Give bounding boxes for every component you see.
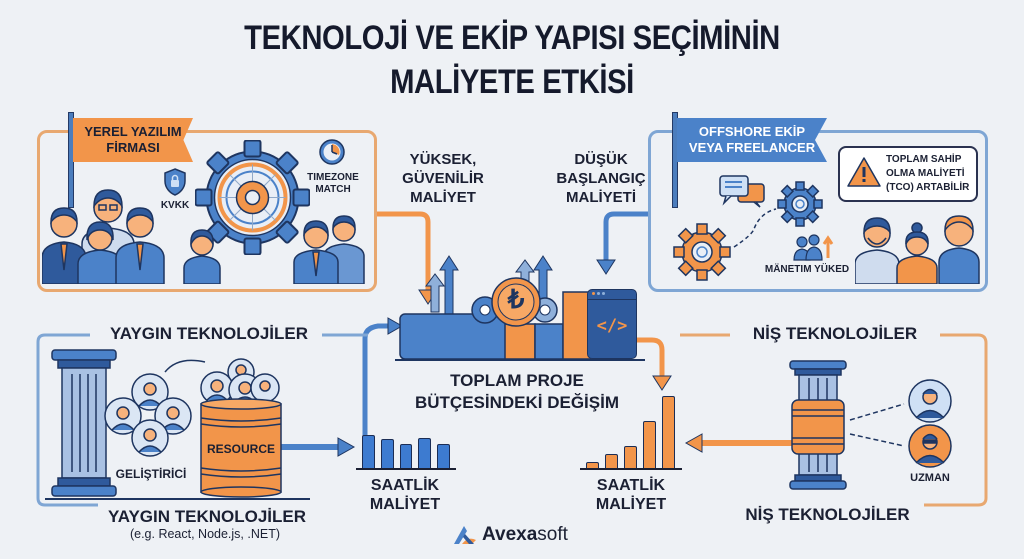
code-symbol: </>	[596, 316, 628, 336]
chart-bar	[418, 438, 432, 468]
resource-label: RESOURCE	[206, 442, 275, 456]
chart-bar	[586, 462, 599, 468]
low-cost-label: DÜŞÜK BAŞLANGIÇ MALİYETİ	[546, 150, 656, 207]
common-tech-heading-bottom: YAYGIN TEKNOLOJİLER	[92, 507, 322, 527]
developer-label: GELİŞTİRİCİ	[115, 467, 187, 481]
kvkk-label: KVKK	[160, 200, 190, 211]
local-team-flag: YEREL YAZILIM FİRMASI	[73, 118, 193, 162]
chat-bubbles-icon	[719, 175, 765, 208]
chart-bar	[605, 454, 618, 468]
baseline-divider	[45, 498, 310, 500]
tco-warning-text: TOPLAM SAHİP OLMA MALİYETİ (TCO) ARTABİL…	[886, 153, 976, 195]
budget-graphic	[395, 255, 645, 361]
timezone-line2: MATCH	[315, 184, 351, 195]
budget-change-label: TOPLAM PROJE BÜTÇESİNDEKİ DEĞİŞİM	[392, 370, 642, 414]
low-cost-line1: DÜŞÜK	[574, 151, 628, 168]
chart-bar	[437, 444, 450, 468]
chart-bar	[662, 396, 675, 468]
logo-text: Avexasoft	[482, 524, 568, 546]
budget-label-line2: BÜTÇESİNDEKİ DEĞİŞİM	[414, 393, 620, 412]
timezone-line1: TIMEZONE	[307, 172, 359, 183]
shield-lock-icon	[164, 168, 186, 196]
developer-group-icon	[104, 373, 192, 457]
timezone-label: TIMEZONE MATCH	[306, 172, 360, 196]
page-title-line2: MALİYETE ETKİSİ	[390, 63, 634, 101]
local-team-flag-line1: YEREL YAZILIM	[84, 124, 182, 139]
resource-barrel-icon	[200, 358, 282, 498]
code-window-icon: </>	[587, 289, 637, 359]
warning-line1: TOPLAM SAHİP	[886, 154, 962, 165]
offshore-flag-line1: OFFSHORE EKİP	[698, 124, 806, 139]
avexasoft-logo: Avexasoft	[452, 521, 582, 549]
high-cost-label: YÜKSEK, GÜVENİLİR MALİYET	[398, 150, 488, 207]
common-tech-heading-top: YAYGIN TEKNOLOJİLER	[98, 322, 320, 346]
management-load-icon	[793, 234, 834, 261]
niche-chart-label: SAATLİK MALİYET	[576, 476, 686, 514]
chart-bar	[624, 446, 637, 468]
high-cost-line1: YÜKSEK,	[409, 151, 477, 168]
expert-label: UZMAN	[910, 472, 950, 484]
common-tech-examples: (e.g. React, Node.js, .NET)	[129, 527, 281, 541]
tco-warning-box: TOPLAM SAHİP OLMA MALİYETİ (TCO) ARTABİL…	[838, 146, 978, 202]
chart-bar	[362, 435, 375, 468]
niche-chart-label-line1: SAATLİK	[596, 477, 666, 494]
orange-gear-icon	[673, 223, 731, 281]
common-chart-label-line2: MALİYET	[369, 496, 441, 513]
warning-line3: (TCO) ARTABİLİR	[886, 182, 970, 193]
local-team-people-right-icon	[293, 215, 365, 284]
logo-brand-bold: Avexa	[482, 524, 538, 545]
pillar-icon	[51, 349, 117, 497]
pillar-barrel-icon	[789, 360, 847, 490]
common-chart-label: SAATLİK MALİYET	[350, 476, 460, 514]
high-cost-line2: GÜVENİLİR	[402, 170, 484, 187]
gear-network-icon	[195, 140, 310, 255]
logo-mark-icon	[454, 526, 476, 544]
low-cost-line2: BAŞLANGIÇ	[556, 170, 646, 187]
low-cost-line3: MALİYETİ	[566, 189, 636, 206]
local-team-panel	[37, 130, 377, 292]
warning-line2: OLMA MALİYETİ	[886, 168, 965, 179]
expert-avatars-icon	[908, 379, 952, 468]
common-hourly-cost-chart	[356, 420, 456, 470]
budget-label-line1: TOPLAM PROJE	[450, 371, 584, 390]
offshore-team-flag: OFFSHORE EKİP VEYA FREELANCER	[677, 118, 827, 162]
local-team-people-icon	[42, 189, 221, 284]
common-chart-label-line1: SAATLİK	[370, 477, 440, 494]
niche-tech-heading-top: NİŞ TEKNOLOJİLER	[730, 322, 940, 346]
clock-icon	[319, 139, 345, 165]
local-team-flag-line2: FİRMASI	[106, 140, 160, 155]
dashed-connection-icon	[733, 208, 777, 248]
logo-brand-light: soft	[537, 524, 568, 545]
offshore-people-icon	[855, 215, 980, 284]
blue-gear-icon	[777, 181, 823, 227]
lira-icon: ₺	[507, 284, 525, 314]
high-cost-line3: MALİYET	[410, 189, 476, 206]
niche-hourly-cost-chart	[580, 380, 682, 470]
niche-tech-heading-bottom: NİŞ TEKNOLOJİLER	[735, 505, 920, 525]
chart-bar	[399, 444, 413, 468]
page-title-line1: TEKNOLOJİ VE EKİP YAPISI SEÇİMİNİN	[244, 19, 780, 57]
niche-chart-label-line2: MALİYET	[595, 496, 667, 513]
warning-icon	[847, 157, 881, 187]
chart-bar	[380, 439, 394, 468]
chart-bar	[643, 421, 656, 468]
management-load-label: MÄNETIM YÜKED	[764, 264, 850, 275]
offshore-flag-line2: VEYA FREELANCER	[688, 140, 816, 155]
